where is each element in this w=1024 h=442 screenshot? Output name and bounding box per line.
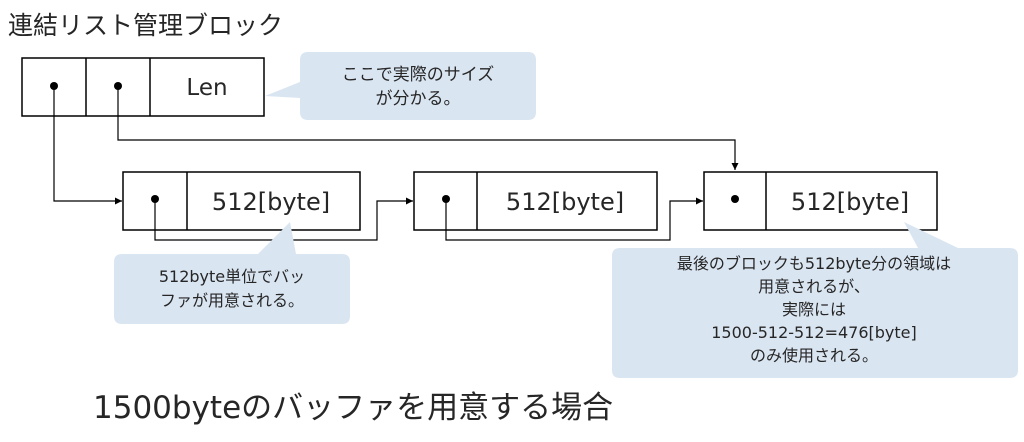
callout-unit-line-2: ファが用意される。 (160, 291, 304, 310)
buffer-block-2: 512[byte] (413, 171, 658, 231)
callout-last-line-3: 実際には (782, 300, 846, 319)
callout-unit: 512byte単位でバッ ファが用意される。 (114, 222, 350, 324)
callout-last-line-1: 最後のブロックも512byte分の領域は (677, 254, 951, 273)
buffer-block-2-label: 512[byte] (506, 188, 624, 216)
tail-to-block3-arrow (117, 86, 739, 170)
management-block-frame (21, 57, 265, 117)
callout-last-line-5: のみ使用される。 (750, 346, 878, 365)
callout-size-line-2: が分かる。 (376, 89, 461, 109)
block2-to-block3-arrow (445, 197, 703, 241)
buffer-block-3-pointer-dot (731, 195, 739, 203)
buffer-block-3-label: 512[byte] (791, 188, 909, 216)
callout-size: ここで実際のサイズ が分かる。 (265, 52, 536, 120)
callout-last: 最後のブロックも512byte分の領域は 用意されるが、 実際には 1500-5… (612, 222, 1018, 378)
len-label: Len (186, 75, 227, 101)
callout-last-line-4: 1500-512-512=476[byte] (711, 323, 917, 342)
head-to-block1-arrow (53, 86, 122, 205)
callout-size-line-1: ここで実際のサイズ (342, 65, 495, 85)
block1-to-block2-arrow (154, 197, 413, 241)
buffer-block-1-label: 512[byte] (212, 188, 330, 216)
diagram-title: 連結リスト管理ブロック (8, 11, 283, 40)
buffer-block-3: 512[byte] (703, 171, 938, 231)
management-block: Len (21, 57, 265, 117)
callout-unit-bubble (114, 222, 350, 324)
callout-unit-line-1: 512byte単位でバッ (159, 267, 305, 286)
callout-last-line-2: 用意されるが、 (758, 277, 870, 296)
diagram-caption: 1500byteのバッファを用意する場合 (93, 390, 613, 426)
callout-size-bubble (265, 52, 536, 120)
buffer-block-1: 512[byte] (122, 171, 361, 231)
callout-last-bubble (612, 222, 1018, 378)
